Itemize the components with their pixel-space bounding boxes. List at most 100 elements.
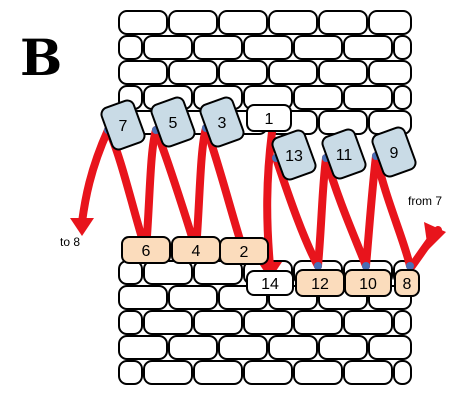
bead-body: [219, 237, 269, 265]
brick: [118, 35, 143, 60]
bead-layer: 7 5 3 1 13 11 9 6 4 2 14 12 10 8: [100, 96, 420, 297]
thread-arrowhead: [424, 222, 446, 250]
bead-body: [371, 126, 417, 178]
bead-8: 8: [394, 269, 420, 297]
bead-3: 3: [199, 96, 245, 148]
bead-body: [246, 270, 294, 296]
brick: [118, 60, 168, 85]
panel-label: B: [20, 28, 62, 87]
brick: [118, 310, 143, 335]
brick: [168, 335, 218, 360]
bead-body: [271, 129, 317, 181]
brick: [268, 10, 318, 35]
bead-4: 4: [171, 236, 221, 264]
bead-5: 5: [150, 96, 196, 148]
thread-segment: [142, 126, 160, 254]
brick: [243, 310, 293, 335]
thread-segment: [372, 152, 414, 270]
bead-body: [199, 96, 245, 148]
bead-body: [344, 269, 392, 297]
brick: [243, 360, 293, 385]
bead-number: 11: [336, 147, 353, 164]
brick: [343, 85, 393, 110]
brick: [118, 260, 143, 285]
bead-7: 7: [100, 99, 146, 151]
bead-number: 9: [390, 145, 399, 162]
brick: [343, 35, 393, 60]
thread-segment: [192, 124, 210, 254]
thread-path: [70, 124, 446, 280]
annotation-to-label: to 8: [60, 235, 80, 249]
brick: [393, 310, 412, 335]
brick: [143, 310, 193, 335]
brick-grid: [118, 10, 412, 385]
brick: [393, 35, 412, 60]
brick: [118, 360, 143, 385]
brick: [293, 35, 343, 60]
brick: [293, 360, 343, 385]
thread-segment: [272, 154, 322, 270]
bead-number: 10: [359, 276, 377, 293]
bead-10: 10: [344, 269, 392, 297]
thread-knot: [406, 262, 414, 270]
bead-11: 11: [321, 128, 367, 180]
brick: [318, 335, 368, 360]
brick: [393, 360, 412, 385]
thread-arrowhead: [70, 218, 94, 236]
brick: [218, 10, 268, 35]
bead-1: 1: [246, 104, 292, 132]
bead-number: 7: [119, 118, 128, 135]
brick: [168, 10, 218, 35]
bead-14: 14: [246, 270, 294, 296]
brick: [318, 10, 368, 35]
bead-number: 6: [142, 243, 151, 260]
brick: [168, 60, 218, 85]
bead-body: [321, 128, 367, 180]
brick: [268, 335, 318, 360]
brick: [143, 260, 193, 285]
brick: [118, 10, 168, 35]
bead-body: [150, 96, 196, 148]
brick: [218, 60, 268, 85]
bead-9: 9: [371, 126, 417, 178]
annotation-from-label: from 7: [408, 194, 442, 208]
brick: [143, 360, 193, 385]
brick: [343, 310, 393, 335]
brick: [293, 85, 343, 110]
brick: [118, 285, 168, 310]
bead-body: [121, 236, 171, 264]
bead-body: [246, 104, 292, 132]
brick: [268, 60, 318, 85]
brick: [143, 35, 193, 60]
thread-knot: [362, 262, 370, 270]
bead-body: [100, 99, 146, 151]
brick: [368, 335, 412, 360]
bead-number: 4: [192, 243, 201, 260]
bead-6: 6: [121, 236, 171, 264]
thread-segment: [322, 154, 370, 270]
brick: [193, 35, 243, 60]
bead-12: 12: [295, 269, 345, 297]
brick: [193, 310, 243, 335]
bead-number: 13: [285, 148, 303, 165]
bead-number: 14: [261, 276, 279, 293]
brick: [393, 85, 412, 110]
brick: [318, 60, 368, 85]
brick: [293, 310, 343, 335]
bead-number: 12: [311, 276, 329, 293]
brick: [193, 360, 243, 385]
thread-segment: [202, 124, 248, 256]
bead-2: 2: [219, 237, 269, 265]
brick: [343, 360, 393, 385]
brick: [168, 285, 218, 310]
bead-body: [394, 269, 420, 297]
brick: [118, 335, 168, 360]
brick: [243, 35, 293, 60]
thread-segment: [152, 126, 200, 254]
brick: [218, 335, 268, 360]
thread-segment: [314, 154, 330, 270]
brick: [368, 10, 412, 35]
bead-number: 8: [403, 276, 412, 293]
bead-number: 3: [218, 115, 227, 132]
thread-segment: [78, 126, 112, 226]
